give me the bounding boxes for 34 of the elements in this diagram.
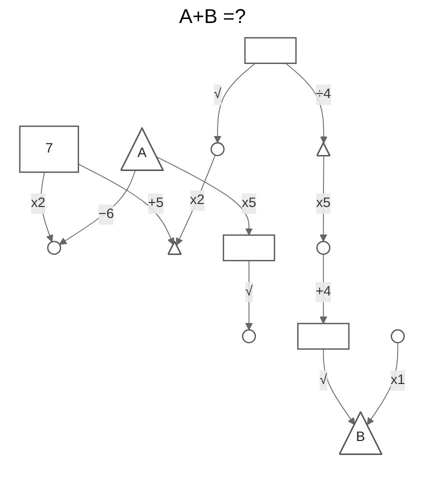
arrow — [366, 342, 398, 426]
edge-label: +5 — [148, 196, 164, 210]
node-circle — [316, 240, 330, 255]
node-box: 7 — [19, 126, 80, 173]
node-circle — [47, 240, 62, 255]
node-circle — [390, 329, 405, 344]
arrow — [176, 154, 216, 246]
arrow — [285, 62, 328, 144]
node-circle — [242, 329, 256, 344]
edge-label: −6 — [98, 206, 114, 222]
edge-label: x2 — [190, 193, 205, 208]
title: A+B =? — [178, 6, 247, 29]
arrow — [245, 260, 253, 330]
edge-label: √ — [320, 372, 328, 388]
edge-label: x5 — [242, 196, 256, 210]
arrow — [214, 62, 256, 144]
edge-label: x2 — [31, 196, 46, 210]
arrow — [78, 164, 174, 246]
node-circle — [210, 142, 225, 156]
edge-label: √ — [214, 87, 222, 102]
arrow — [156, 156, 253, 236]
edge-label: √ — [245, 284, 253, 299]
arrow — [323, 348, 356, 426]
node-box — [244, 37, 297, 64]
arrow — [40, 172, 54, 242]
edge-label: x1 — [390, 372, 406, 388]
edge-label: ÷4 — [316, 87, 331, 102]
edge-label: x5 — [316, 196, 331, 210]
node-box — [297, 322, 350, 350]
arrow — [59, 170, 136, 245]
arrow — [320, 156, 328, 242]
node-box — [222, 234, 276, 262]
arrow — [320, 254, 328, 324]
edge-label: +4 — [316, 284, 332, 299]
